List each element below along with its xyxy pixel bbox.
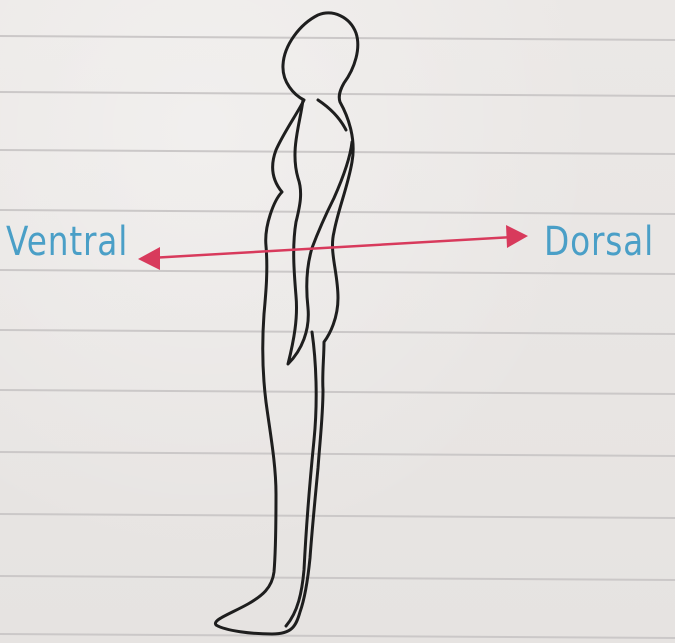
ruled-line [0, 36, 675, 40]
leg-outline [286, 332, 316, 626]
arm-outline [288, 100, 352, 364]
ruled-line [0, 452, 675, 456]
ruled-line [0, 270, 675, 274]
ruled-line [0, 576, 675, 580]
ruled-line [0, 150, 675, 154]
human-silhouette-icon [215, 13, 357, 634]
ruled-line [0, 390, 675, 394]
ruled-line [0, 92, 675, 96]
ruled-line [0, 514, 675, 518]
dorsal-label: Dorsal [544, 222, 654, 262]
ruled-line [0, 330, 675, 334]
arrow-head-left [138, 247, 160, 270]
ventral-label: Ventral [6, 222, 128, 262]
ruled-lines [0, 36, 675, 638]
ruled-line [0, 634, 675, 638]
arrow-head-right [506, 225, 528, 248]
body-outline [215, 13, 357, 634]
